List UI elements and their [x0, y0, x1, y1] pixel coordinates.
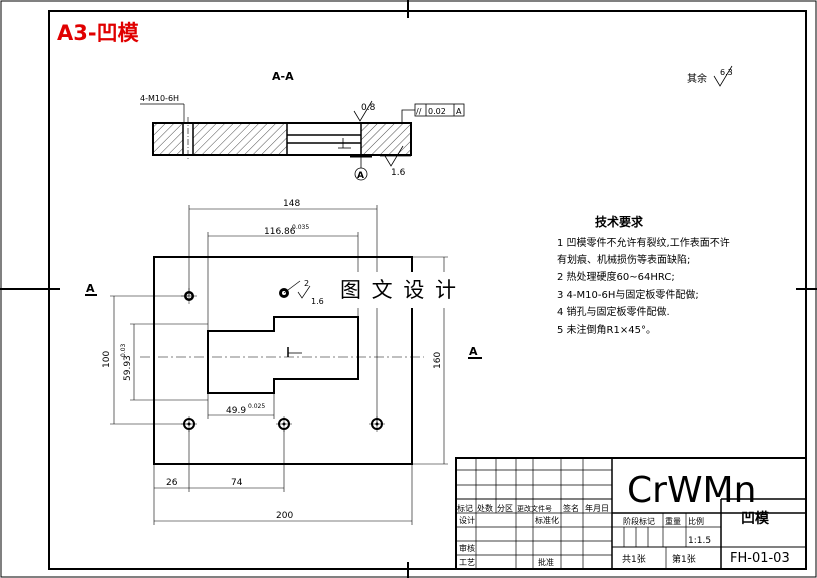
- roughness-top-value: 0.8: [361, 103, 376, 113]
- label-zone: 分区: [497, 504, 513, 513]
- dim-160: 160: [433, 352, 443, 369]
- tech-item-5: 4 销孔与固定板零件配做.: [557, 305, 670, 318]
- dim-74: 74: [231, 478, 243, 488]
- sheet-no: 第1张: [672, 553, 696, 565]
- surface-mark-bottom: 1.6: [311, 297, 324, 306]
- thread-leader: [140, 103, 185, 123]
- dim-26: 26: [166, 478, 178, 488]
- label-review: 审核: [459, 543, 475, 553]
- plan-view: [140, 256, 424, 465]
- roughness-bottom-value: 1.6: [391, 168, 406, 178]
- roughness-top-symbol: [353, 100, 373, 122]
- roughness-rest-label: 其余: [687, 72, 707, 85]
- datum-marker: A: [357, 171, 364, 181]
- label-count: 处数: [477, 503, 493, 513]
- sheets-total: 共1张: [622, 554, 646, 565]
- surface-mark: [283, 280, 311, 299]
- roughness-rest-symbol: [713, 65, 733, 87]
- label-process: 工艺: [459, 558, 475, 567]
- watermark-bg: [333, 272, 483, 308]
- thread-label: 4-M10-6H: [140, 94, 179, 103]
- material: CrWMn: [627, 470, 756, 511]
- tech-item-1: 1 凹模零件不允许有裂纹,工作表面不许: [557, 236, 730, 249]
- tolerance-value: 0.02: [428, 107, 446, 116]
- label-date: 年月日: [585, 503, 609, 513]
- tech-item-2: 有划痕、机械损伤等表面缺陷;: [557, 253, 690, 266]
- drawing-no: FH-01-03: [730, 551, 790, 566]
- label-change-doc: 更改文件号: [517, 504, 552, 513]
- label-sign: 签名: [563, 503, 579, 513]
- dim-59: 59.93: [123, 355, 133, 381]
- sheet-title: A3-凹模: [57, 21, 140, 45]
- dim-49: 49.9: [226, 406, 246, 416]
- label-approve: 批准: [538, 557, 554, 567]
- scale: 1:1.5: [688, 536, 711, 546]
- section-a-right: A: [469, 345, 478, 358]
- roughness-bottom-symbol: [380, 145, 411, 167]
- dimension-lines: [110, 205, 448, 525]
- dim-116-tol: 0.035: [292, 224, 309, 231]
- tolerance-datum: A: [456, 107, 462, 116]
- section-label: A-A: [272, 70, 294, 83]
- label-stage: 阶段标记: [623, 516, 655, 526]
- tolerance-frame: [401, 103, 465, 123]
- dim-49-tol: 0.025: [248, 403, 265, 410]
- tolerance-symbol: //: [416, 107, 422, 116]
- dim-148: 148: [283, 199, 300, 209]
- label-standard: 标准化: [535, 515, 559, 525]
- dim-116: 116.86: [264, 227, 296, 237]
- dim-100: 100: [102, 351, 112, 368]
- title-block: [455, 457, 807, 570]
- watermark: 图 文 设 计: [340, 278, 458, 302]
- dim-59-tol: 0.03: [120, 343, 127, 357]
- dim-200: 200: [276, 511, 293, 521]
- tech-item-3: 2 热处理硬度60~64HRC;: [557, 270, 675, 283]
- label-ratio: 比例: [688, 516, 704, 526]
- tech-item-4: 3 4-M10-6H与固定板零件配做;: [557, 288, 699, 301]
- surface-mark-top: 2: [304, 279, 309, 288]
- section-a-left: A: [86, 282, 95, 295]
- label-designer: 设计: [459, 515, 475, 525]
- section-view: [152, 117, 412, 181]
- label-mark: 标记: [457, 503, 473, 513]
- tech-title: 技术要求: [595, 214, 644, 229]
- part-name: 凹模: [741, 510, 770, 527]
- tech-item-6: 5 未注倒角R1×45°。: [557, 323, 656, 336]
- label-weight: 重量: [665, 516, 681, 526]
- roughness-rest-value: 6.3: [720, 68, 733, 77]
